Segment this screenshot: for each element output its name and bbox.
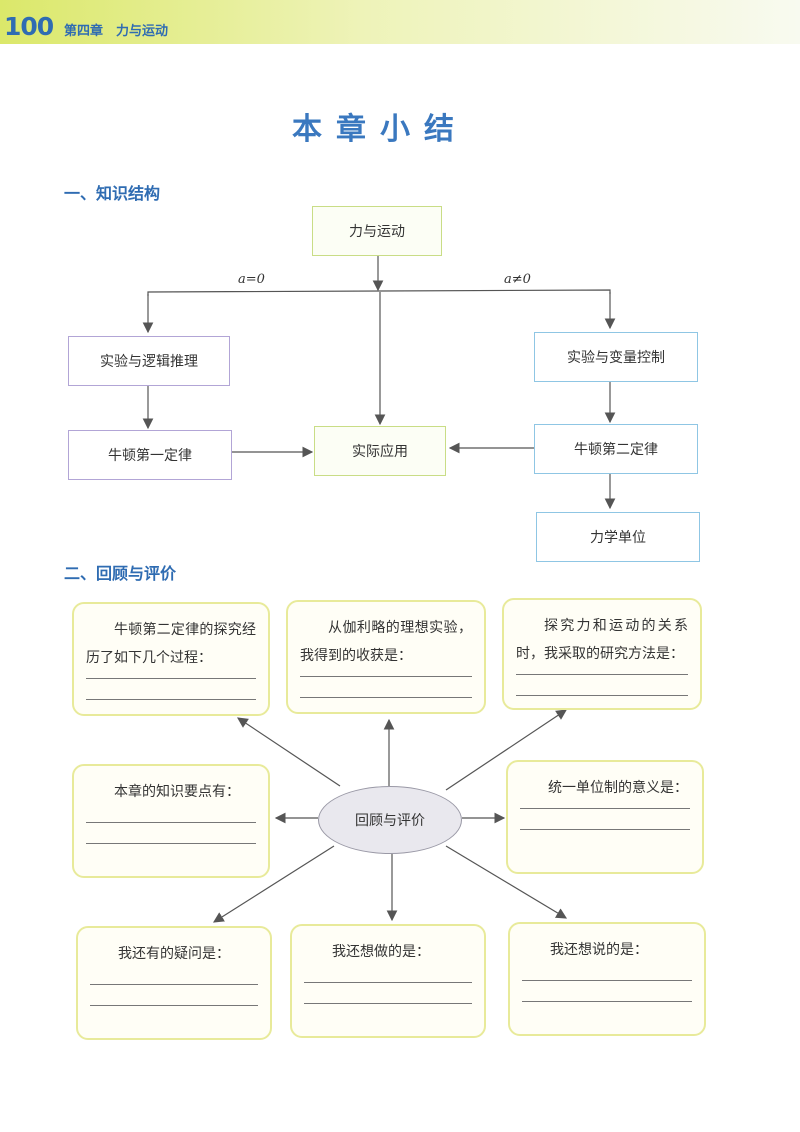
node-force-and-motion: 力与运动 (312, 206, 442, 256)
section-heading-review: 二、回顾与评价 (64, 564, 177, 583)
node-mechanics-units: 力学单位 (536, 512, 700, 562)
answer-line (516, 674, 688, 675)
answer-line (304, 1003, 472, 1004)
answer-line (90, 984, 258, 985)
page-number: 100 (4, 12, 54, 41)
card-prompt: 我还想说的是： (550, 942, 648, 958)
card-want-to-say: 我还想说的是： (508, 922, 706, 1036)
answer-line (86, 678, 256, 679)
node-practical-application: 实际应用 (314, 426, 446, 476)
condition-a-zero: a=0 (238, 272, 265, 287)
answer-line (520, 808, 690, 809)
header-band (0, 0, 800, 44)
card-newton-second-law-process: 牛顿第二定律的探究经历了如下几个过程： (72, 602, 270, 716)
answer-line (300, 676, 472, 677)
hub-review-evaluation: 回顾与评价 (318, 786, 462, 854)
answer-line (90, 1005, 258, 1006)
card-prompt: 本章的知识要点有： (114, 784, 240, 800)
answer-line (520, 829, 690, 830)
page-title: 本章小结 (292, 112, 468, 147)
card-research-method: 探究力和运动的关系时，我采取的研究方法是： (502, 598, 702, 710)
answer-line (86, 699, 256, 700)
card-questions: 我还有的疑问是： (76, 926, 272, 1040)
condition-a-nonzero: a≠0 (504, 272, 531, 287)
node-experiment-logic: 实验与逻辑推理 (68, 336, 230, 386)
card-galileo-experiment: 从伽利略的理想实验，我得到的收获是： (286, 600, 486, 714)
card-prompt: 从伽利略的理想实验，我得到的收获是： (300, 620, 472, 664)
card-prompt: 我还有的疑问是： (118, 946, 230, 962)
card-prompt: 我还想做的是： (332, 944, 430, 960)
answer-line (522, 980, 692, 981)
card-prompt: 统一单位制的意义是： (548, 780, 688, 796)
answer-line (304, 982, 472, 983)
answer-line (300, 697, 472, 698)
card-unit-system-meaning: 统一单位制的意义是： (506, 760, 704, 874)
card-want-to-do: 我还想做的是： (290, 924, 486, 1038)
answer-line (86, 843, 256, 844)
node-newton-first-law: 牛顿第一定律 (68, 430, 232, 480)
section-heading-structure: 一、知识结构 (64, 184, 161, 203)
answer-line (516, 695, 688, 696)
chapter-title: 第四章 力与运动 (64, 24, 169, 39)
answer-line (86, 822, 256, 823)
answer-line (522, 1001, 692, 1002)
card-knowledge-points: 本章的知识要点有： (72, 764, 270, 878)
card-prompt: 探究力和运动的关系时，我采取的研究方法是： (516, 618, 688, 662)
node-newton-second-law: 牛顿第二定律 (534, 424, 698, 474)
card-prompt: 牛顿第二定律的探究经历了如下几个过程： (86, 622, 256, 666)
node-experiment-variable-control: 实验与变量控制 (534, 332, 698, 382)
